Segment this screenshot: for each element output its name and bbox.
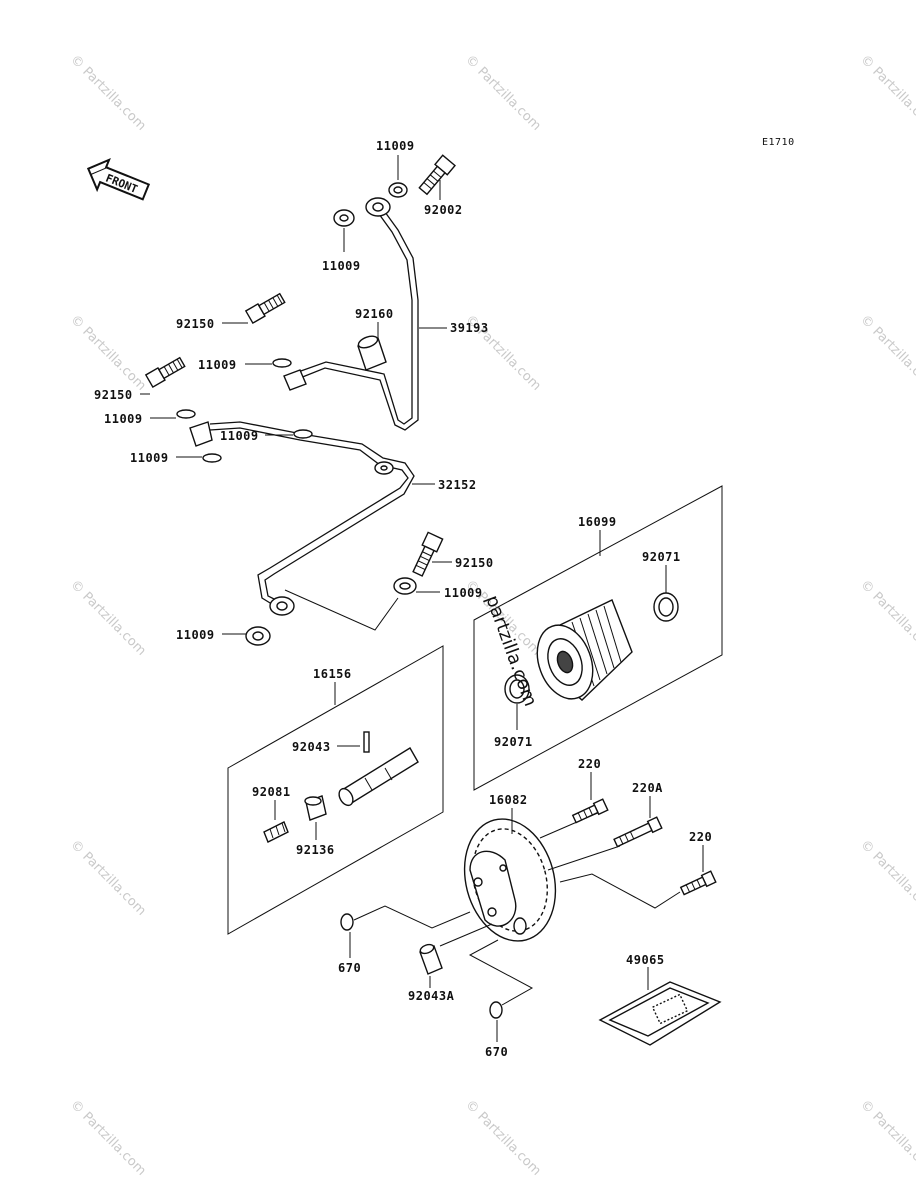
part-label: 16099 [578, 515, 617, 529]
part-label: 670 [338, 961, 361, 975]
spring-icon [263, 821, 289, 843]
collar-icon [357, 335, 387, 371]
watermark: © Partzilla.com [67, 52, 149, 134]
washer-icon [293, 429, 313, 439]
part-label: 92150 [94, 388, 133, 402]
part-label: 220 [689, 830, 712, 844]
part-label: 11009 [376, 139, 415, 153]
washer-icon [393, 577, 417, 595]
washer-icon [245, 626, 271, 646]
watermark: © Partzilla.com [67, 577, 149, 659]
watermark: © Partzilla.com [462, 1097, 544, 1179]
bolt-icon [144, 356, 186, 389]
part-label: 32152 [438, 478, 477, 492]
connector-line [284, 589, 399, 631]
washer-icon [202, 453, 222, 463]
part-label: 92081 [252, 785, 291, 799]
filter-seal-icon [653, 592, 679, 622]
filter-seal-icon [504, 674, 530, 704]
part-label: 92160 [355, 307, 394, 321]
part-label: 220A [632, 781, 663, 795]
connector-line [468, 939, 534, 1006]
bolt-icon [244, 292, 286, 325]
part-label: 92043A [408, 989, 455, 1003]
part-label: 39193 [450, 321, 489, 335]
connector-line [353, 905, 471, 929]
connector-line [439, 923, 493, 947]
bolt-icon [412, 531, 444, 577]
banjo-bolt-icon [418, 154, 456, 196]
part-label: 92071 [494, 735, 533, 749]
o-ring-icon [340, 913, 354, 931]
part-label: 92136 [296, 843, 335, 857]
connector-line [547, 845, 621, 871]
watermark: © Partzilla.com [857, 312, 916, 394]
screw-icon [679, 870, 717, 896]
part-label: 16082 [489, 793, 528, 807]
oil-pipe-lower [189, 421, 415, 616]
watermark: © Partzilla.com [462, 52, 544, 134]
shaft-box [227, 645, 444, 935]
washer-icon [388, 182, 408, 198]
watermark: © Partzilla.com [857, 837, 916, 919]
front-arrow-icon: FRONT [86, 157, 151, 201]
screw-icon [613, 816, 663, 848]
part-label: 220 [578, 757, 601, 771]
collar-icon [304, 795, 327, 821]
washer-icon [333, 209, 355, 227]
part-label: 92002 [424, 203, 463, 217]
watermark: © Partzilla.com [67, 312, 149, 394]
washer-icon [272, 358, 292, 368]
watermark: © Partzilla.com [857, 1097, 916, 1179]
part-label: 49065 [626, 953, 665, 967]
part-label: 92071 [642, 550, 681, 564]
part-label: 11009 [104, 412, 143, 426]
part-label: 11009 [220, 429, 259, 443]
screw-icon [571, 798, 609, 824]
dowel-pin-icon [419, 943, 443, 975]
part-label: 11009 [322, 259, 361, 273]
part-label: 11009 [176, 628, 215, 642]
oil-filter-icon [536, 599, 633, 701]
oil-pipe-upper [283, 197, 419, 431]
label-plate-icon [598, 981, 722, 1046]
o-ring-icon [489, 1001, 503, 1019]
shaft-icon [338, 747, 419, 807]
part-label: 11009 [444, 586, 483, 600]
oil-pump-icon [463, 818, 557, 942]
pin-icon [363, 731, 370, 753]
part-label: 11009 [198, 358, 237, 372]
washer-icon [176, 409, 196, 419]
watermark: © Partzilla.com [67, 1097, 149, 1179]
part-label: 92043 [292, 740, 331, 754]
part-label: 670 [485, 1045, 508, 1059]
part-label: 16156 [313, 667, 352, 681]
filter-box [473, 485, 723, 791]
part-label: 92150 [176, 317, 215, 331]
connector-line [559, 873, 681, 909]
watermark: © Partzilla.com [857, 577, 916, 659]
leader-lines [140, 155, 704, 1042]
part-label: 92150 [455, 556, 494, 570]
part-label: 11009 [130, 451, 169, 465]
part-labels: 11009 92002 11009 39193 92160 92150 1100… [94, 139, 712, 1059]
watermark: © Partzilla.com [857, 52, 916, 134]
watermark: © Partzilla.com [67, 837, 149, 919]
diagram-code: E1710 [762, 137, 795, 148]
